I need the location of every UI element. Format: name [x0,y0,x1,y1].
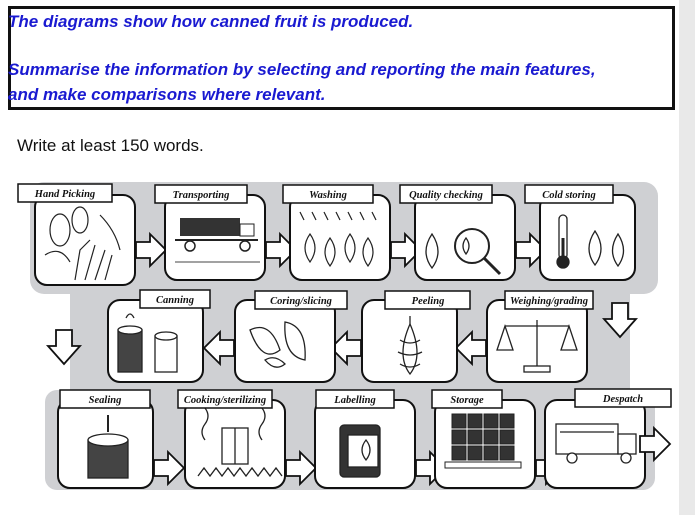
label-storage: Storage [450,395,484,406]
step-despatch: Despatch [544,388,672,489]
magnifier-icon [425,228,502,276]
arrow-right-4 [515,231,548,269]
step-quality-checking: Quality checking [399,184,516,281]
arrow-right-3 [390,231,423,269]
scales-icon [496,320,578,373]
step-canning: Canning [107,289,211,383]
label-peeling: Peeling [412,296,445,307]
arrow-down-2 [45,329,83,366]
task-box [8,6,675,110]
arrow-left-2 [329,329,362,367]
label-transporting: Transporting [173,190,230,201]
arrow-right-6 [285,449,318,487]
label-washing: Washing [309,190,347,201]
label-quality-checking: Quality checking [409,190,483,201]
arrow-right-2 [265,231,298,269]
sliced-fruit-icon [249,321,306,368]
stacked-cans-icon [444,413,522,469]
label-despatch: Despatch [602,394,643,405]
delivery-truck-icon [555,423,637,464]
label-coring-slicing: Coring/slicing [270,296,332,307]
label-labelling: Labelling [333,395,375,406]
label-cold-storing: Cold storing [542,190,595,201]
step-cold-storing: Cold storing [524,184,636,281]
step-cooking-sterilizing: Cooking/sterilizing [177,389,286,489]
washing-icon [299,211,377,268]
hand-picking-icon [44,206,121,281]
step-hand-picking: Hand Picking [17,183,136,286]
task-line-2: Summarise the information by selecting a… [8,60,596,79]
peeling-icon [397,316,423,376]
label-hand-picking: Hand Picking [34,189,95,200]
step-coring-slicing: Coring/slicing [234,290,348,383]
labelled-can-icon [339,424,381,478]
instruction-text: Write at least 150 words. [17,136,204,155]
step-washing: Washing [282,184,391,281]
label-sealing: Sealing [89,395,122,406]
step-transporting: Transporting [154,184,266,281]
label-weighing-grading: Weighing/grading [510,296,588,307]
sealed-can-icon [87,415,129,479]
task-line-3: and make comparisons where relevant. [8,85,326,104]
label-canning: Canning [156,295,194,306]
label-cooking-sterilizing: Cooking/sterilizing [184,395,266,406]
steam-icon [197,407,283,478]
arrow-down-1 [601,302,639,339]
arrow-right-exit [639,425,672,463]
task-line-1: The diagrams show how canned fruit is pr… [8,12,414,31]
thermometer-icon [556,214,625,269]
arrow-right-1 [135,231,168,269]
step-peeling: Peeling [361,290,471,383]
truck-icon [175,218,260,263]
arrow-right-5 [153,449,186,487]
scrollbar-track [679,0,695,515]
step-storage: Storage [431,389,536,489]
canning-icon [117,313,178,373]
arrow-left-3 [202,329,235,367]
step-sealing: Sealing [57,389,154,489]
arrow-left-1 [454,329,487,367]
step-labelling: Labelling [314,389,416,489]
step-weighing-grading: Weighing/grading [486,290,594,383]
